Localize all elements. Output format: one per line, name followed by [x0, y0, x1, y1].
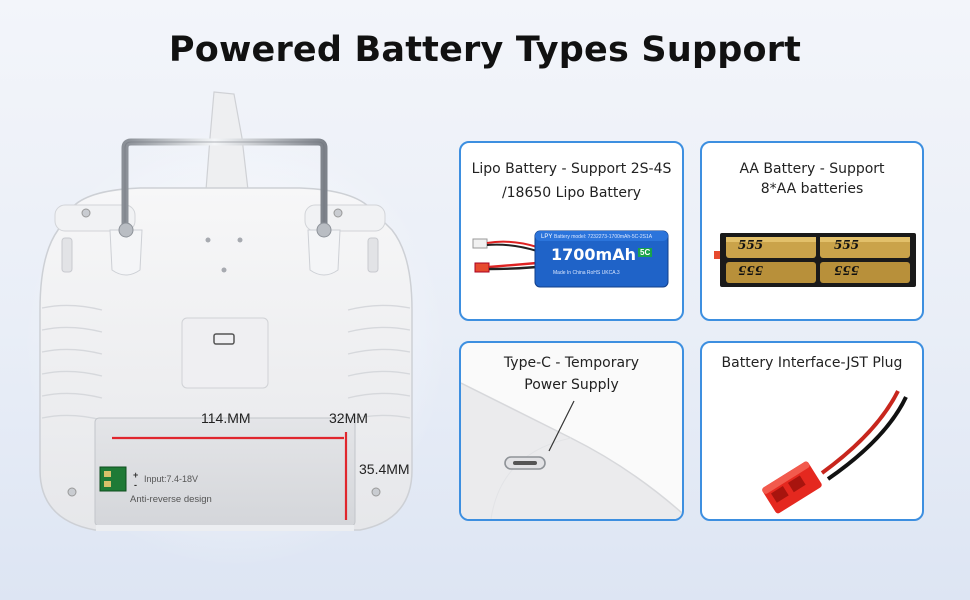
height-dimension-label: 35.4MM	[359, 461, 410, 477]
left-handle-mount	[109, 229, 143, 276]
left-side-switch	[61, 237, 73, 273]
card-lipo-battery: Lipo Battery - Support 2S-4S /18650 Lipo…	[459, 141, 684, 321]
width-dimension-label: 114.MM	[201, 410, 251, 426]
lipo-pack-image	[472, 230, 669, 288]
depth-dimension-label: 32MM	[329, 410, 368, 426]
left-grip-ribs	[41, 304, 103, 421]
center-plate	[181, 317, 269, 389]
input-voltage-label: Input:7.4-18V	[144, 474, 199, 484]
polarity-plus: +	[133, 470, 139, 480]
card-caption: /18650 Lipo Battery	[501, 185, 642, 201]
card-type-c: Type-C - Temporary Power Supply	[459, 341, 684, 521]
card-caption: 8*AA batteries	[760, 181, 864, 197]
type-c-closeup-image	[461, 382, 682, 519]
aa-cell-brand: 555	[834, 238, 860, 252]
aa-cell-brand: 555	[738, 263, 764, 277]
card-caption: Type-C - Temporary	[503, 355, 640, 371]
lipo-model: Battery model: 7232273-1700mAh-5C-2S1A	[554, 234, 653, 240]
right-side-switch	[367, 237, 379, 273]
jst-plug-image	[762, 390, 908, 514]
anti-reverse-label: Anti-reverse design	[130, 494, 212, 505]
lipo-origin: Made In China RoHS UKCA.3	[553, 270, 620, 276]
card-jst-plug: Battery Interface-JST Plug	[700, 341, 924, 521]
transmitter-back-illustration	[39, 91, 413, 531]
lipo-brand: LPY	[541, 234, 553, 240]
pcb-board	[99, 466, 127, 492]
card-caption: AA Battery - Support	[739, 161, 885, 177]
polarity-minus: -	[134, 480, 137, 490]
lipo-capacity: 1700mAh	[551, 245, 636, 264]
card-aa-battery: AA Battery - Support 8*AA batteries 555 …	[700, 141, 924, 321]
card-caption: Power Supply	[524, 377, 619, 393]
aa-cell-brand: 555	[834, 263, 860, 277]
left-shoulder	[54, 204, 136, 232]
lipo-rate: 5C	[638, 248, 653, 257]
usb-port-icon	[213, 333, 235, 345]
aa-holder-image	[714, 233, 916, 287]
right-handle-mount	[307, 229, 341, 276]
aa-cell-brand: 555	[738, 238, 764, 252]
right-shoulder	[304, 204, 386, 232]
page-title: Powered Battery Types Support	[168, 30, 802, 70]
card-caption: Battery Interface-JST Plug	[721, 355, 903, 371]
card-caption: Lipo Battery - Support 2S-4S	[471, 161, 672, 177]
